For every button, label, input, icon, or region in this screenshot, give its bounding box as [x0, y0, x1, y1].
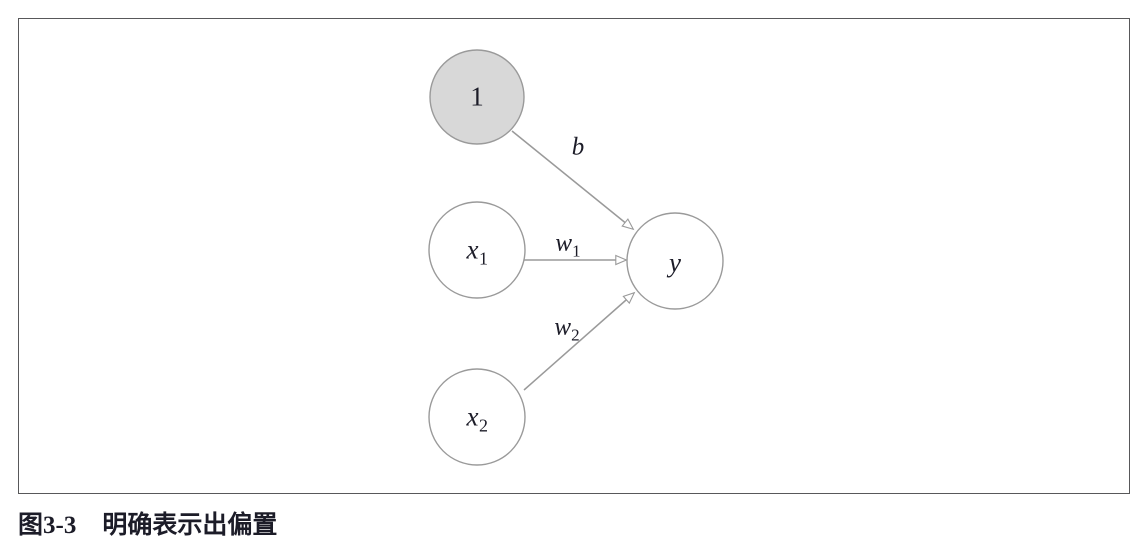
edge-label-w2: w2 — [554, 313, 580, 345]
node-label-bias: 1 — [470, 81, 484, 112]
edge-label-w1: w1 — [555, 229, 581, 261]
node-label-y: y — [669, 247, 681, 278]
node-label-x1: x1 — [466, 234, 488, 269]
caption-prefix: 图 — [18, 511, 44, 539]
caption-number: 3-3 — [43, 512, 77, 539]
edge-label-bias: b — [571, 133, 585, 161]
figure-caption: 图3-3 明确表示出偏置 — [18, 505, 277, 541]
node-label-x2: x2 — [466, 401, 488, 436]
figure-frame — [18, 18, 1130, 494]
caption-text: 明确表示出偏置 — [102, 511, 278, 539]
